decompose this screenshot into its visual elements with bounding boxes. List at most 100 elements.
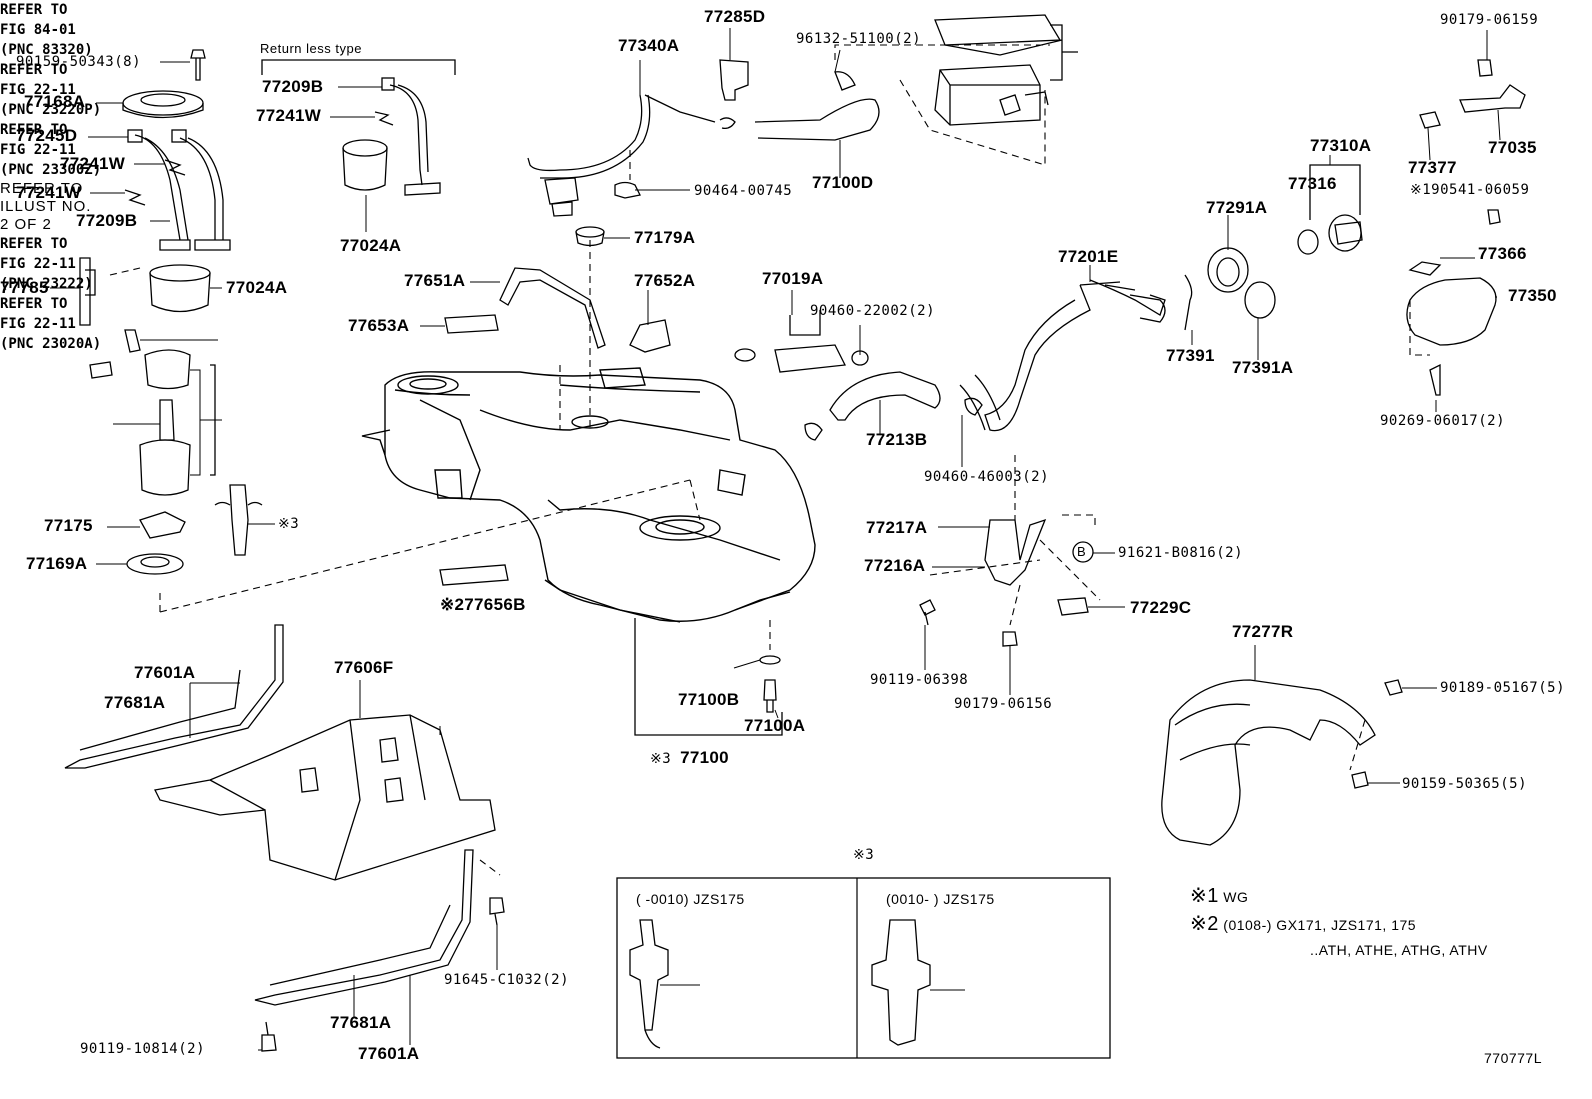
label-77277r: 77277R <box>1232 622 1294 641</box>
switch-77377 <box>1419 111 1441 129</box>
note-1-mark: ※1 <box>1190 885 1219 907</box>
label-77601a-a: 77601A <box>134 663 196 682</box>
label-90541-number: 90541-06059 <box>1431 182 1530 198</box>
label-77681a-a: 77681A <box>104 693 166 712</box>
screw-90269 <box>1429 363 1441 396</box>
label-77241w-b: 77241W <box>16 183 82 202</box>
label-77316: 77316 <box>1288 174 1337 193</box>
refer-fig-22-left-line3: (PNC 23220P) <box>0 102 102 118</box>
label-77201e: 77201E <box>1058 247 1119 266</box>
note-2-line2: ..ATH, ATHE, ATHG, ATHV <box>1310 942 1488 958</box>
label-77653a: 77653A <box>348 316 410 335</box>
filler-pipe-77201e <box>984 279 1166 432</box>
note3-mark-filter: ※3 <box>278 516 300 532</box>
mark-b-circle <box>1072 541 1094 563</box>
label-77785: 77785 <box>0 278 49 297</box>
label-77310a: 77310A <box>1310 136 1372 155</box>
clamp-90464 <box>614 181 641 199</box>
solid-leaders <box>50 28 1501 1051</box>
protector-77606f <box>154 714 496 881</box>
refer-fig-22-left: REFER TO FIG 22-11 (PNC 23220P) <box>0 60 1592 120</box>
label-90269: 90269-06017(2) <box>1380 413 1506 429</box>
refer-fig-22-mid: REFER TO FIG 22-11 (PNC 23300Z) <box>0 120 1592 180</box>
nut-90179-06156 <box>1002 631 1018 647</box>
note3-mark-77100: ※3 <box>650 751 672 767</box>
label-90119-06398: 90119-06398 <box>870 672 969 688</box>
label-77229c: 77229C <box>1130 598 1192 617</box>
refer-illust-bracket <box>1050 24 1078 81</box>
fuel-lid-77350 <box>1406 277 1497 346</box>
label-90159-50343: 90159-50343(8) <box>16 54 142 70</box>
bracket-77310a <box>1309 164 1361 220</box>
return-less-bracket <box>261 59 456 75</box>
label-277656b <box>439 564 509 586</box>
refer-fig-22-left-line2: FIG 22-11 <box>0 82 76 98</box>
label-77169a: 77169A <box>26 554 88 573</box>
label-90119-10814: 90119-10814(2) <box>80 1041 206 1057</box>
label-77350: 77350 <box>1508 286 1557 305</box>
label-77652a: 77652A <box>634 271 696 290</box>
strap-lower-77601a <box>254 849 474 1006</box>
label-277656b: ※277656B <box>440 595 526 614</box>
ring-77391 <box>1184 274 1193 331</box>
label-return-less-type: Return less type <box>260 41 362 56</box>
refer-fig-22-mid-line2: FIG 22-11 <box>0 142 76 158</box>
refer-illust-line3: 2 OF 2 <box>0 216 52 233</box>
screw-90159-50365 <box>1351 771 1369 789</box>
pad-77652a <box>629 319 671 353</box>
refer-fig-84-line1: REFER TO <box>0 2 68 18</box>
mark-b: B <box>1077 544 1087 559</box>
label-77175: 77175 <box>44 516 93 535</box>
note-1: ※1 WG <box>1190 885 1249 907</box>
label-96132: 96132-51100(2) <box>796 31 922 47</box>
bolt-90119-06398 <box>919 599 936 626</box>
clip-77229c <box>1057 597 1089 616</box>
note-1-text: WG <box>1223 889 1249 905</box>
protector-77217a <box>984 518 1047 586</box>
label-91621: 91621-B0816(2) <box>1118 545 1244 561</box>
label-77217a: 77217A <box>866 518 928 537</box>
label-77681a-b: 77681A <box>330 1013 392 1032</box>
inset-heading: ※3 <box>853 847 875 863</box>
label-77024a-a: 77024A <box>340 236 402 255</box>
strap-upper-77601a <box>64 624 284 769</box>
label-77291a: 77291A <box>1206 198 1268 217</box>
label-77168a: 77168A <box>24 92 86 111</box>
inset-box <box>616 877 1111 1059</box>
label-90189: 90189-05167(5) <box>1440 680 1566 696</box>
label-90460-22002: 90460-22002(2) <box>810 303 936 319</box>
label-77100: ※3 77100 <box>650 748 729 767</box>
label-77241w-c: 77241W <box>256 106 322 125</box>
clamp-90460-46003 <box>964 397 983 416</box>
refer-illust-line2: ILLUST NO. <box>0 198 92 215</box>
label-90541: ※190541-06059 <box>1410 182 1529 198</box>
drain-plug <box>759 655 781 713</box>
label-77213b: 77213B <box>866 430 928 449</box>
strap-lower-77681a <box>269 904 451 986</box>
breather-tube <box>959 374 1001 431</box>
note-mark-277656b: ※ <box>440 595 455 614</box>
label-77100d: 77100D <box>812 173 874 192</box>
label-77245d: 77245D <box>16 126 78 145</box>
label-77019a: 77019A <box>762 269 824 288</box>
note-2-line1: (0108-) GX171, JZS171, 175 <box>1223 917 1417 933</box>
label-77340a: 77340A <box>618 36 680 55</box>
label-77366: 77366 <box>1478 244 1527 263</box>
inset-right-refer-line1: REFER TO <box>0 296 68 312</box>
label-90159-50365: 90159-50365(5) <box>1402 776 1528 792</box>
inset-left-range: ( -0010) JZS175 <box>636 891 745 907</box>
label-91645: 91645-C1032(2) <box>444 972 570 988</box>
label-77100-number: 77100 <box>680 748 729 767</box>
grommet-77179a <box>575 226 605 247</box>
bolt-91645 <box>489 897 505 926</box>
note-2-mark: ※2 <box>1190 913 1219 935</box>
cable-77035 <box>1459 84 1526 113</box>
label-90460-46003: 90460-46003(2) <box>924 469 1050 485</box>
return-less-parts <box>342 77 441 196</box>
label-77100a: 77100A <box>744 716 806 735</box>
label-77035: 77035 <box>1488 138 1537 157</box>
label-77606f: 77606F <box>334 658 394 677</box>
label-277656b-number: 277656B <box>454 595 526 614</box>
inset-left-refer-line2: FIG 22-11 <box>0 256 76 272</box>
